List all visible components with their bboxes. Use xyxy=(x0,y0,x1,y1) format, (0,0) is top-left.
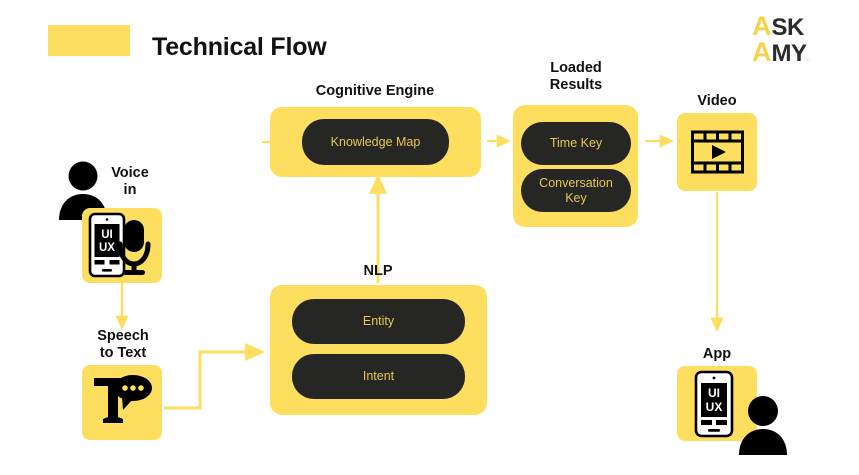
film-play-icon xyxy=(691,130,744,174)
phone-microphone-icon: UI UX xyxy=(88,212,151,278)
logo-a-1: A xyxy=(752,11,772,41)
logo-dot: . xyxy=(806,52,810,63)
logo-a-2: A xyxy=(752,36,772,67)
phone-uiux-icon: UI UX xyxy=(694,370,734,438)
svg-text:UI: UI xyxy=(101,229,113,241)
loaded-results-item-time-key[interactable]: Time Key xyxy=(521,122,631,165)
nlp-item-intent[interactable]: Intent xyxy=(292,354,465,399)
person-icon xyxy=(739,396,787,455)
nlp-item-entity[interactable]: Entity xyxy=(292,299,465,344)
logo-my: MY xyxy=(771,39,808,67)
page-title: Technical Flow xyxy=(152,33,327,61)
logo-line-2: A MY . xyxy=(752,36,816,67)
logo-sk: SK xyxy=(771,14,805,41)
loaded-results-item-conversation-key[interactable]: Conversation Key xyxy=(521,169,631,212)
app-caption: App xyxy=(702,346,732,362)
connector-speech-to-nlp xyxy=(164,343,265,410)
nlp-caption: NLP xyxy=(363,263,393,279)
text-speech-bubble-icon xyxy=(94,375,152,423)
title-accent-swatch xyxy=(48,25,130,56)
ask-amy-logo: A SK A MY . xyxy=(752,11,816,66)
loaded-results-panel: Time Key Conversation Key xyxy=(513,105,638,227)
cognitive-engine-caption: Cognitive Engine xyxy=(315,83,435,99)
svg-text:UI: UI xyxy=(708,386,720,400)
cognitive-engine-item-knowledge-map[interactable]: Knowledge Map xyxy=(302,119,449,165)
logo-line-1: A SK xyxy=(752,11,816,41)
svg-text:UX: UX xyxy=(99,242,115,254)
cognitive-engine-panel: Knowledge Map xyxy=(270,107,481,177)
video-caption: Video xyxy=(697,93,737,109)
speech-to-text-caption: Speech to Text xyxy=(97,328,149,362)
svg-text:UX: UX xyxy=(706,400,723,414)
voice-in-caption: Voice in xyxy=(111,165,149,199)
nlp-panel: Entity Intent xyxy=(270,285,487,415)
loaded-results-caption: Loaded Results xyxy=(549,60,603,94)
